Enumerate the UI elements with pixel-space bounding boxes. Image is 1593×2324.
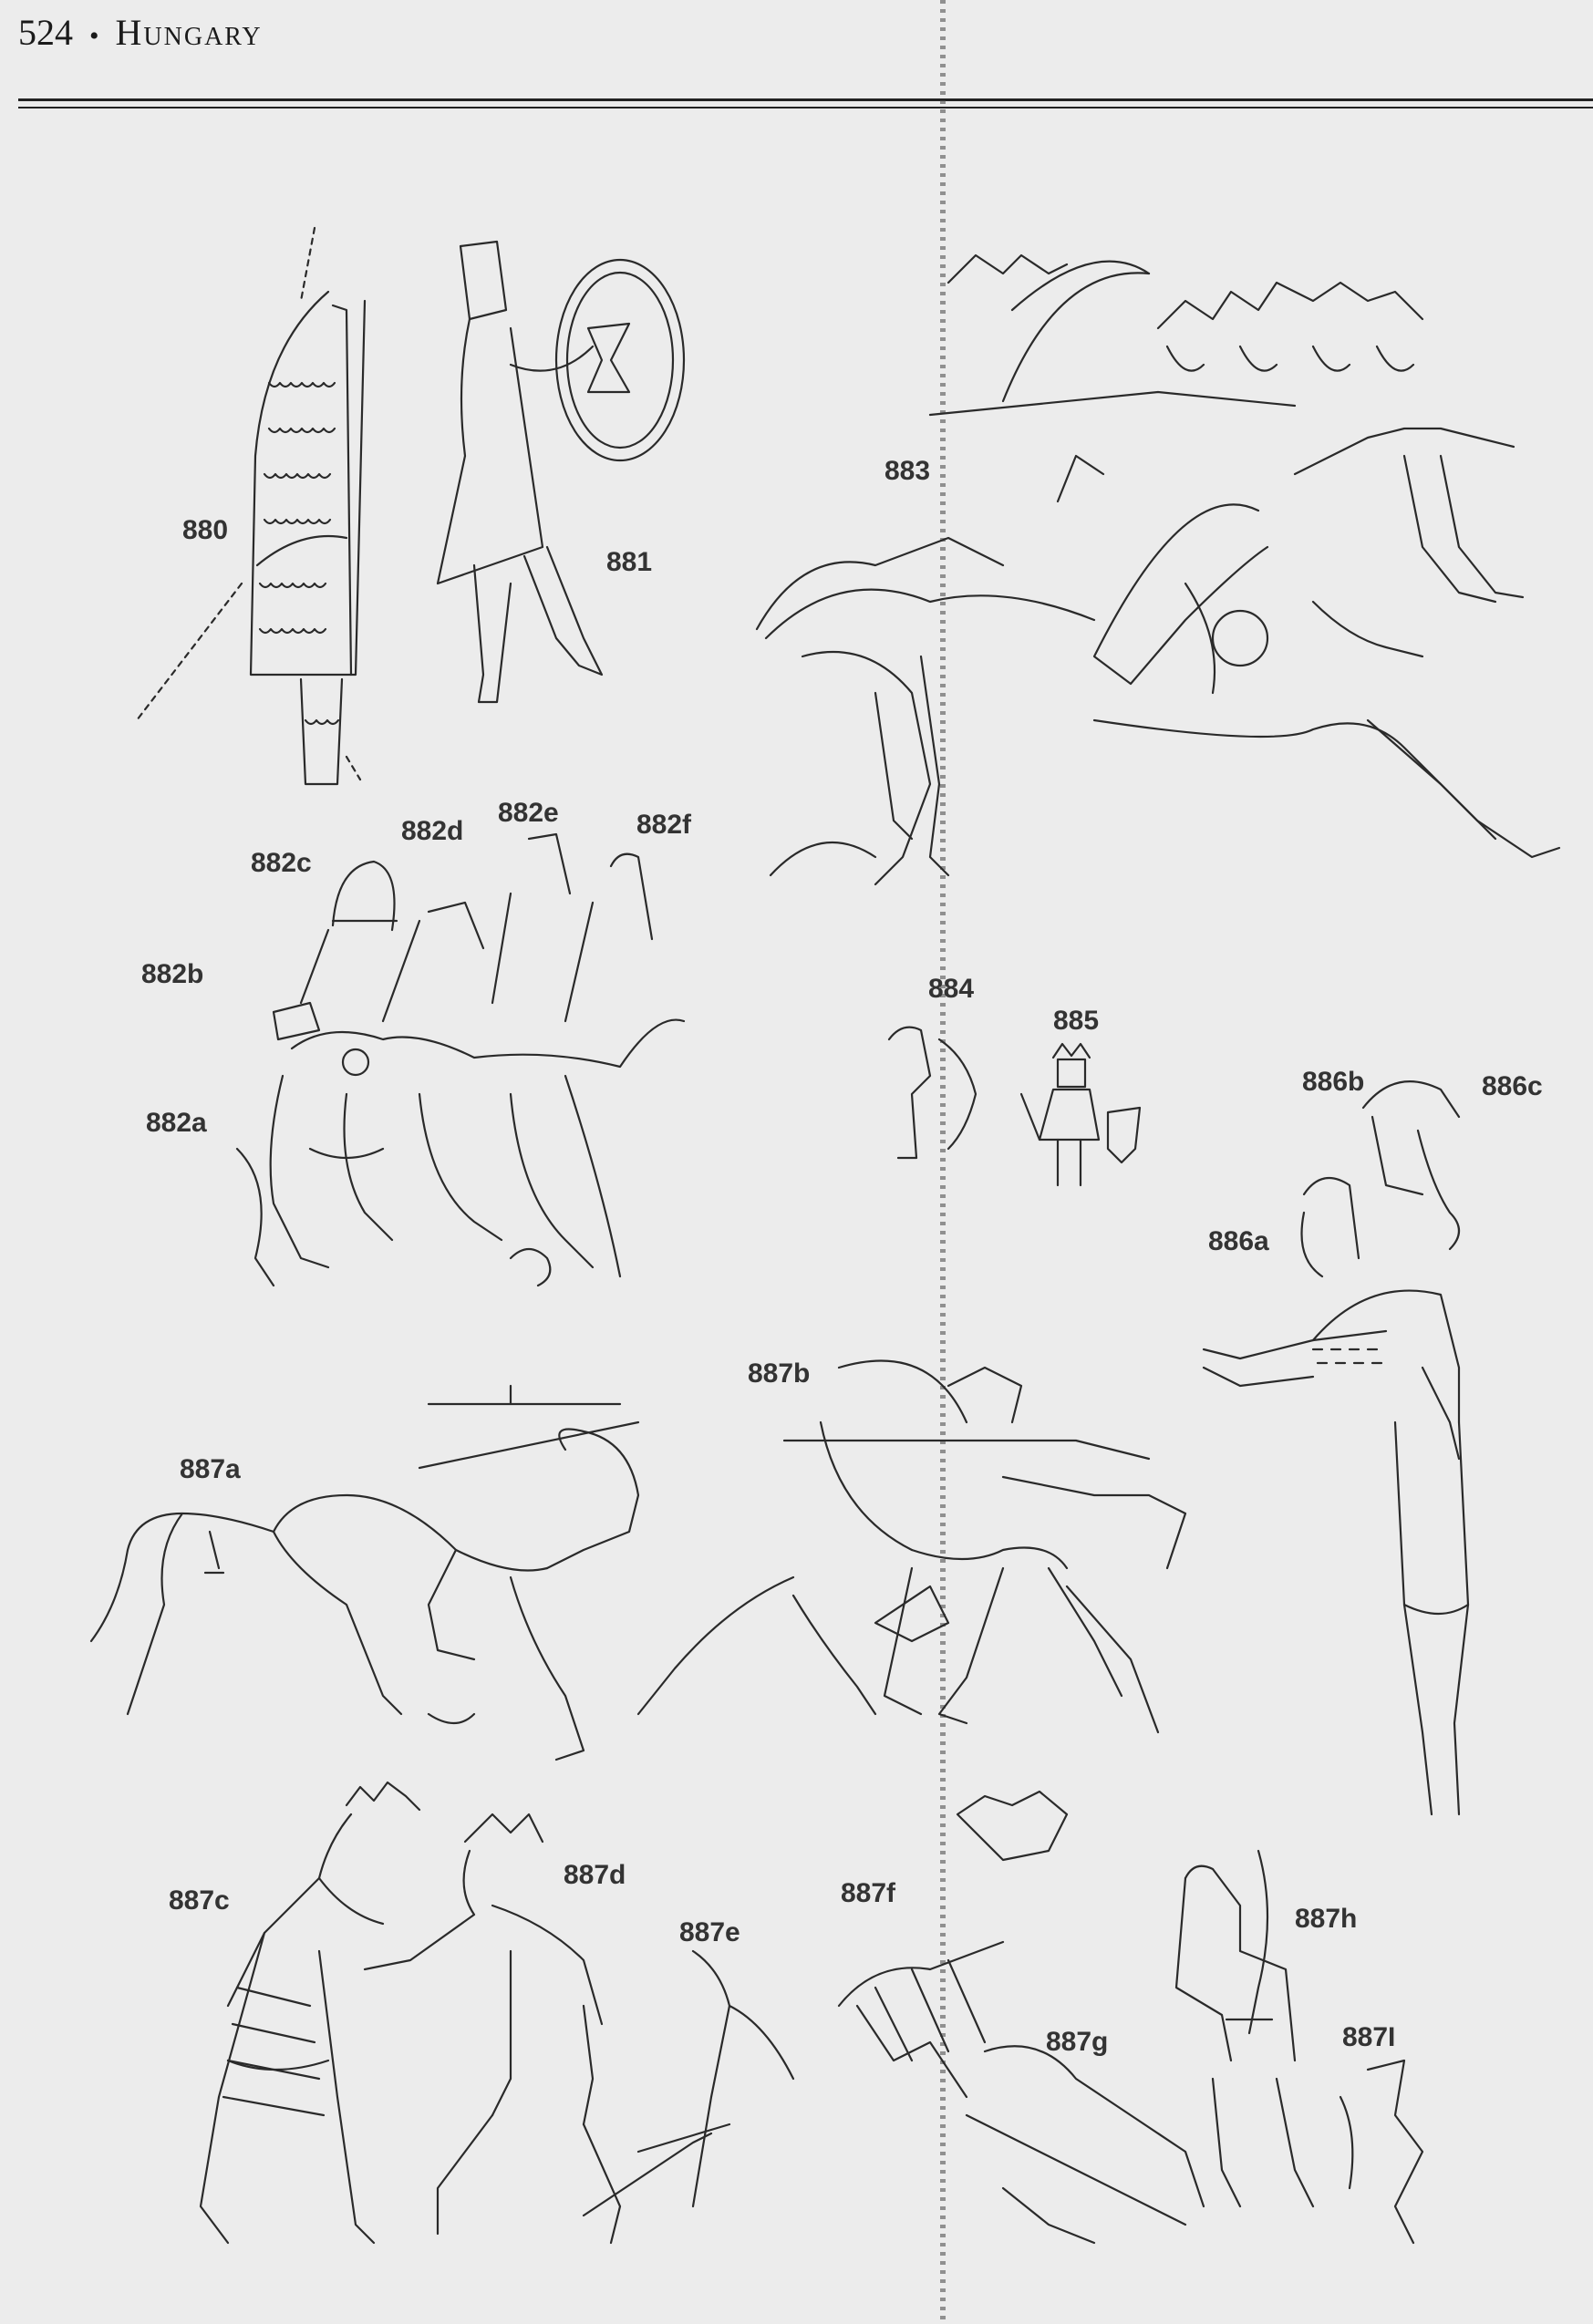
figure-887h-drawing — [1174, 1849, 1315, 2208]
figure-887a-drawing — [89, 1384, 640, 1761]
label-887g: 887g — [1046, 2027, 1109, 2057]
label-883: 883 — [884, 456, 931, 486]
label-882b: 882b — [141, 959, 204, 989]
label-886a: 886a — [1208, 1226, 1269, 1256]
label-880: 880 — [182, 515, 229, 545]
page-number: 524 — [18, 12, 73, 53]
header-separator: • — [89, 21, 99, 51]
figure-886-drawing — [1202, 1079, 1470, 1816]
label-887c: 887c — [169, 1885, 230, 1916]
label-886c: 886c — [1482, 1071, 1543, 1101]
label-887d: 887d — [564, 1860, 626, 1890]
label-882f: 882f — [636, 810, 692, 840]
figure-887d-drawing — [363, 1813, 731, 2245]
label-887a: 887a — [180, 1454, 241, 1484]
label-887h: 887h — [1295, 1904, 1358, 1934]
label-882c: 882c — [251, 848, 312, 878]
label-884: 884 — [928, 974, 975, 1004]
label-887f: 887f — [841, 1878, 896, 1908]
figure-885-drawing — [1019, 1042, 1142, 1187]
label-887i: 887I — [1342, 2022, 1396, 2052]
figure-887f-drawing — [837, 1790, 1069, 2099]
figure-887i-drawing — [1339, 2059, 1424, 2245]
figure-887b-drawing — [636, 1359, 1187, 1734]
figure-881-drawing — [436, 240, 686, 704]
label-885: 885 — [1053, 1006, 1100, 1036]
figure-887c-drawing — [199, 1781, 421, 2245]
figure-887g-drawing — [965, 2045, 1205, 2245]
label-881: 881 — [606, 547, 653, 577]
label-887b: 887b — [748, 1358, 811, 1389]
label-882e: 882e — [498, 798, 559, 828]
header-rule-top — [18, 98, 1593, 101]
label-887e: 887e — [679, 1917, 740, 1947]
header-rule-bottom — [18, 107, 1593, 108]
figure-880-drawing — [135, 226, 367, 786]
figure-884-drawing — [887, 1026, 978, 1160]
label-882d: 882d — [401, 816, 464, 846]
chapter-title: Hungary — [115, 12, 263, 53]
label-882a: 882a — [146, 1108, 207, 1138]
figure-883-drawing — [755, 253, 1561, 886]
figure-882-drawing — [235, 832, 686, 1287]
label-886b: 886b — [1302, 1067, 1365, 1097]
figure-887e-drawing — [691, 1949, 795, 2208]
page-header: 524 • Hungary — [18, 11, 263, 66]
page-fold-line — [940, 0, 946, 2324]
